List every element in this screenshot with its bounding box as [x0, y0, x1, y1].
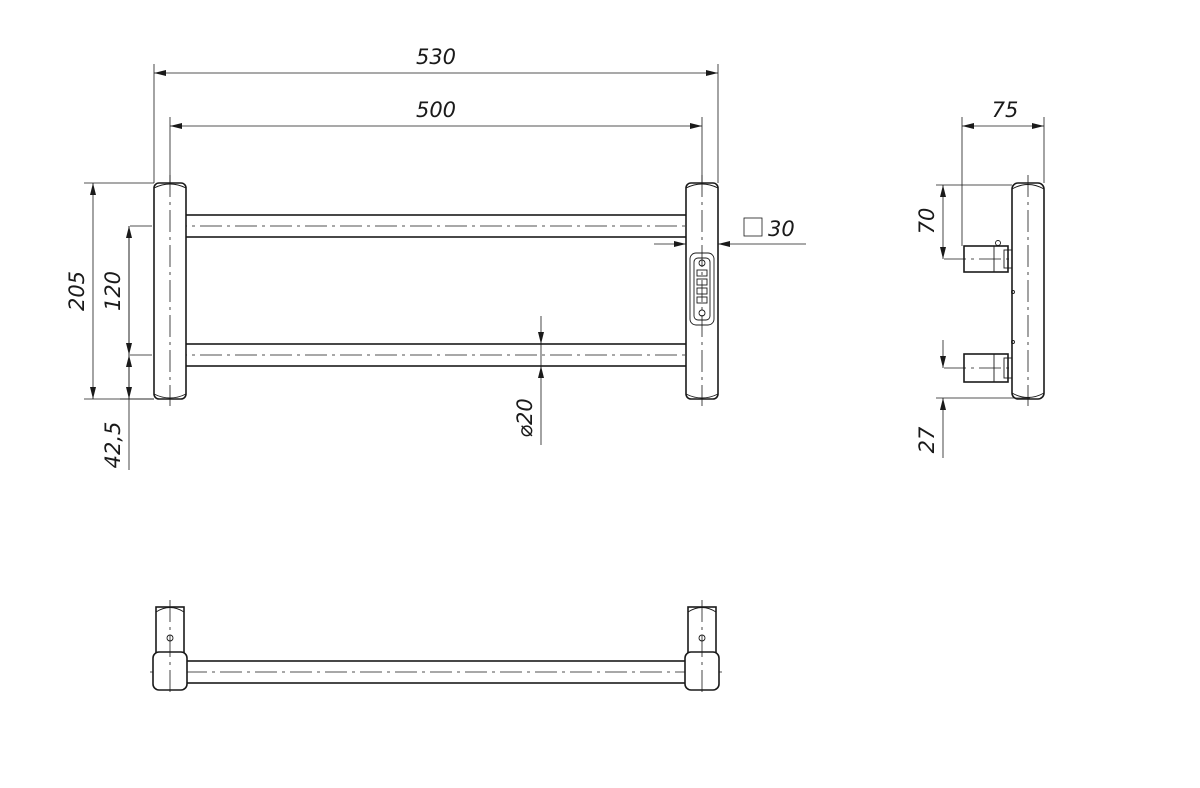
front-view: 530 500 205 120 42,5 [65, 45, 806, 470]
square-symbol-icon [743, 217, 763, 237]
side-top-mount [944, 240, 1013, 273]
dim-bottom-mount-label: 27 [915, 426, 939, 453]
dim-bar-length: 500 [169, 98, 703, 183]
side-view: 75 70 27 [915, 98, 1045, 458]
dim-overall-width: 530 [153, 45, 719, 183]
dim-tube-diameter: ⌀20 [513, 316, 544, 445]
dim-axis-spacing: 120 [101, 226, 132, 470]
thermostat-indicator-icon [698, 259, 706, 267]
dim-bottom-offset: 42,5 [101, 355, 154, 468]
dim-tube-diameter-label: ⌀20 [513, 398, 537, 437]
dim-overall-height-label: 205 [65, 271, 89, 311]
dim-depth-label: 75 [992, 98, 1019, 122]
side-bottom-mount [944, 353, 1013, 383]
dim-top-mount: 70 [915, 184, 1012, 259]
dim-depth: 75 [961, 98, 1045, 246]
dim-axis-spacing-label: 120 [101, 271, 125, 311]
left-bracket-plan [152, 600, 188, 696]
thermostat-panel [689, 252, 715, 326]
dim-bottom-offset-label: 42,5 [101, 422, 125, 469]
top-view [150, 600, 722, 696]
dim-post-square: 30 [654, 217, 806, 247]
side-post [1011, 175, 1045, 406]
bottom-bar [130, 343, 700, 367]
dim-top-mount-label: 70 [915, 208, 939, 235]
left-post [153, 175, 187, 406]
right-bracket-plan [684, 600, 720, 696]
dim-overall-width-label: 530 [416, 45, 456, 69]
dim-bottom-mount: 27 [915, 340, 1030, 458]
right-post [685, 175, 719, 406]
dim-bar-length-label: 500 [416, 98, 456, 122]
top-bar [130, 214, 700, 238]
dim-post-square-label: 30 [768, 217, 795, 241]
top-bar-plan [150, 660, 722, 684]
